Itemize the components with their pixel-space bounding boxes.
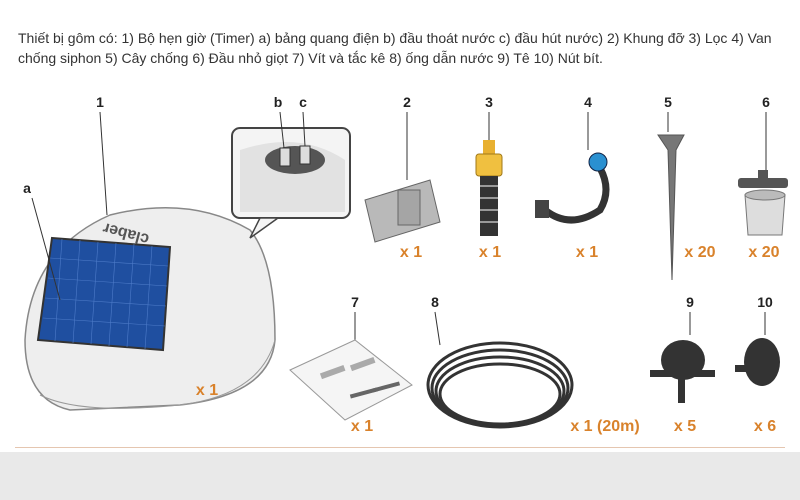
quantity-hose: x 1 (20m) [570,418,640,435]
label-a: a [23,180,31,196]
label-2: 2 [403,94,411,110]
divider [15,447,785,448]
label-1: 1 [96,94,104,110]
quantity-plug: x 6 [753,418,777,435]
parts-caption: Thiết bị gôm có: 1) Bộ hẹn giờ (Timer) a… [18,30,772,66]
inset-detail-image [231,111,351,239]
label-10: 10 [757,294,773,310]
dripper-image [738,112,788,236]
timer-unit-image: claber [24,111,276,411]
label-3: 3 [485,94,493,110]
quantity-filter: x 1 [478,244,502,261]
label-8: 8 [431,294,439,310]
label-4: 4 [584,94,592,110]
end-plug-image [735,312,780,386]
label-b: b [273,94,283,110]
label-7: 7 [351,294,359,310]
label-6: 6 [762,94,770,110]
solar-panel [36,236,172,352]
quantity-screws: x 1 [350,418,374,435]
tee-image [650,312,715,403]
stake-image [657,112,685,281]
quantity-stake: x 20 [684,244,716,261]
footer-band [0,452,800,500]
quantity-tee: x 5 [673,418,697,435]
quantity-valve: x 1 [575,244,599,261]
parts-illustration: claber [24,111,788,429]
anti-siphon-valve-image [535,112,610,224]
bracket-image [364,112,441,243]
quantity-dripper: x 20 [748,244,780,261]
filter-image [475,112,503,236]
hose-coil-image [426,311,574,429]
label-c: c [299,94,307,110]
screws-bag-image [289,312,413,421]
label-5: 5 [664,94,672,110]
label-9: 9 [686,294,694,310]
quantity-timer: x 1 [195,382,219,399]
quantity-bracket: x 1 [399,244,423,261]
